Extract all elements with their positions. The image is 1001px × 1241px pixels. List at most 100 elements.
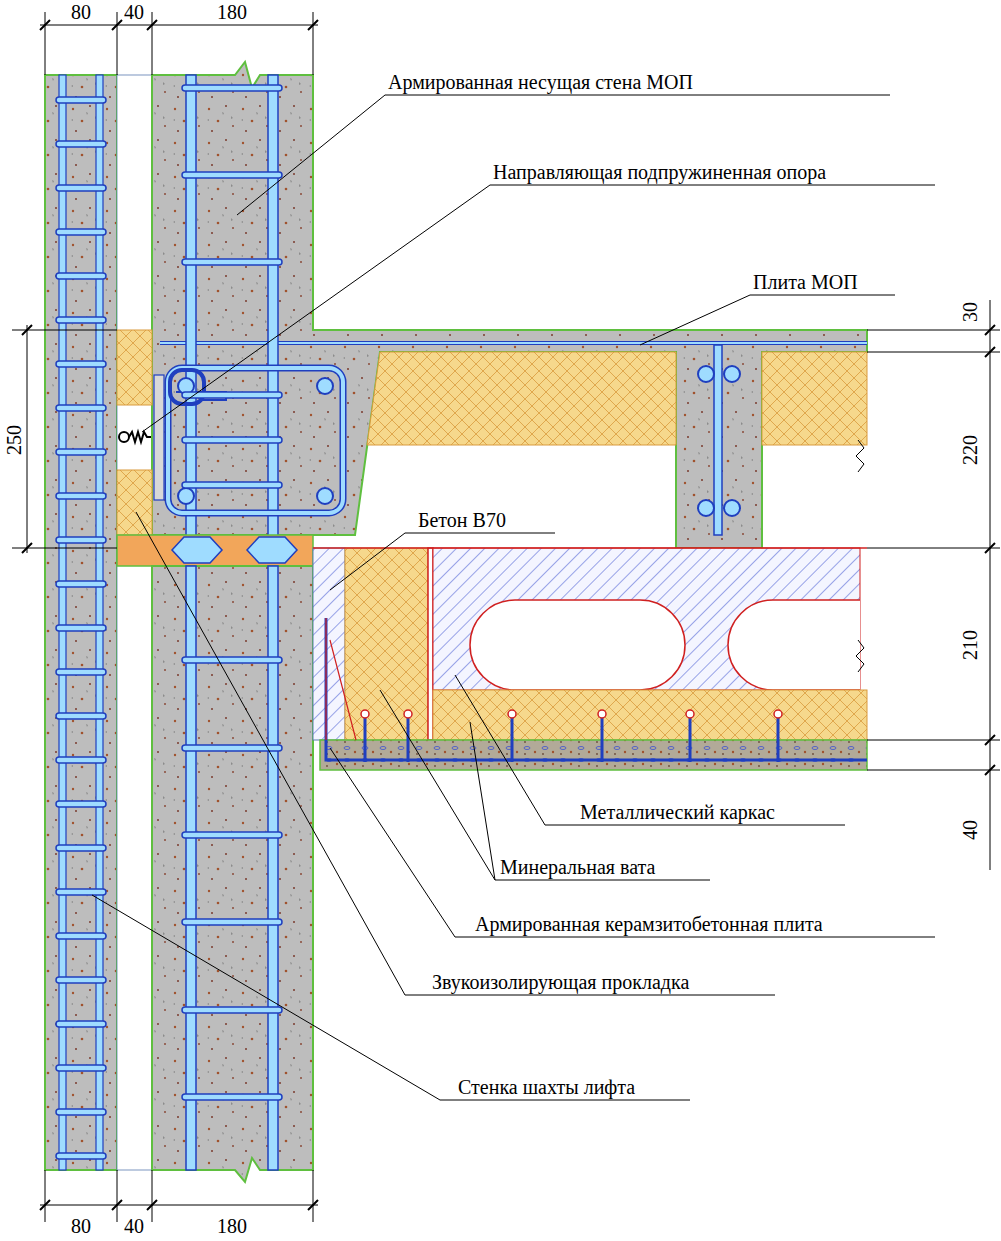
rebar-rungs <box>56 317 106 323</box>
floor-structure <box>433 690 867 740</box>
floor-structure <box>313 440 918 770</box>
wall-rebar <box>186 75 196 1170</box>
rebar-rungs <box>56 85 282 1159</box>
rebar-rungs <box>56 141 106 147</box>
sound-pads <box>117 330 152 535</box>
rebar-rungs <box>56 889 106 895</box>
dimension-lines <box>40 1200 318 1210</box>
rebar-rungs <box>182 832 282 838</box>
callout-label: Стенка шахты лифта <box>458 1076 635 1098</box>
elevator-shaft-wall <box>45 75 117 1170</box>
dimension-lines <box>40 25 318 26</box>
spring-support <box>129 432 151 442</box>
anchor-pins <box>361 710 369 718</box>
dimension-text: 40 <box>124 1 144 23</box>
floor-structure <box>326 618 356 740</box>
callout-label: Минеральная вата <box>500 856 655 878</box>
dimension-text: 40 <box>959 820 981 840</box>
anchor-pins <box>686 710 694 762</box>
air-gap <box>117 75 152 1170</box>
floor-structure <box>428 548 433 740</box>
rebar-rungs <box>182 482 282 488</box>
sound-band <box>172 537 222 563</box>
floor-structure <box>470 600 685 690</box>
rebar-rungs <box>56 757 106 763</box>
leader-lines <box>237 95 890 215</box>
rebar-rungs <box>56 1021 106 1027</box>
anchor-pins <box>364 715 367 762</box>
rib-rebar <box>714 345 722 535</box>
rebar-rungs <box>56 449 106 455</box>
dimension-lines <box>867 548 1000 549</box>
floor-structure <box>313 548 345 740</box>
rebar-cage <box>317 488 333 504</box>
callout-label: Направляющая подпружиненная опора <box>493 161 826 183</box>
dimension-lines <box>12 12 1000 1222</box>
callout-label: Армированная керамзитобетонная плита <box>475 913 823 935</box>
leader-lines <box>92 95 935 1100</box>
dimension-text: 180 <box>217 1 247 23</box>
elevator-shaft-wall <box>45 75 117 1170</box>
dimension-text: 40 <box>124 1215 144 1237</box>
rebar-rungs <box>56 493 106 499</box>
dimension-lines <box>867 352 1000 353</box>
callout-label: Металлический каркас <box>580 801 775 823</box>
air-gap <box>117 75 152 1170</box>
lower-wall <box>152 566 313 1182</box>
rebar-cage <box>168 368 343 513</box>
leader-lines <box>142 185 935 432</box>
leader-lines <box>330 533 555 590</box>
callout-label: Плита МОП <box>753 271 858 293</box>
anchor-pins <box>598 710 606 762</box>
spring-support <box>119 432 129 442</box>
floor-structure <box>728 600 860 690</box>
dimension-lines <box>40 1205 318 1206</box>
rebar-rungs <box>56 97 106 103</box>
dimension-text: 80 <box>71 1 91 23</box>
rebar-rungs <box>182 919 282 925</box>
upper-wall-and-slab <box>762 352 867 445</box>
floor-structure <box>313 547 867 549</box>
floor-structure <box>345 548 428 740</box>
anchor-pins <box>774 710 782 762</box>
rebar-rungs <box>56 669 106 675</box>
dimension-lines <box>313 1170 314 1222</box>
anchor-pins <box>511 715 514 762</box>
dimension-lines <box>867 770 1000 771</box>
floor-structure <box>856 440 864 672</box>
rebar-rungs <box>182 1007 282 1013</box>
rebar-rungs <box>56 713 106 719</box>
leader-lines <box>455 675 845 825</box>
rib-rebar <box>698 345 740 535</box>
rebar-rungs <box>182 85 282 91</box>
rib-rebar <box>698 366 714 382</box>
upper-wall-and-slab <box>367 352 676 445</box>
rebar-rungs <box>182 657 282 663</box>
rebar-cage <box>168 368 343 513</box>
rebar-rungs <box>56 1065 106 1071</box>
sound-pads <box>117 330 152 405</box>
elevator-shaft-wall <box>96 75 103 1170</box>
rebar-rungs <box>182 1094 282 1100</box>
rebar-rungs <box>56 977 106 983</box>
rebar-cage <box>178 488 194 504</box>
upper-wall-and-slab <box>152 62 867 548</box>
anchor-pins <box>774 710 782 718</box>
anchor-pins <box>361 710 782 762</box>
rebar-rungs <box>56 625 106 631</box>
dimension-text: 80 <box>71 1215 91 1237</box>
rib-rebar <box>724 500 740 516</box>
anchor-pins <box>508 710 516 718</box>
rebar-rungs <box>56 229 106 235</box>
floor-structure <box>320 740 867 770</box>
dimension-text: 180 <box>217 1215 247 1237</box>
spring-support <box>154 375 164 500</box>
dimension-lines <box>117 1170 118 1222</box>
rebar-rungs <box>56 933 106 939</box>
rebar-rungs <box>56 1153 106 1159</box>
anchor-pins <box>404 710 412 718</box>
anchor-pins <box>601 715 604 762</box>
